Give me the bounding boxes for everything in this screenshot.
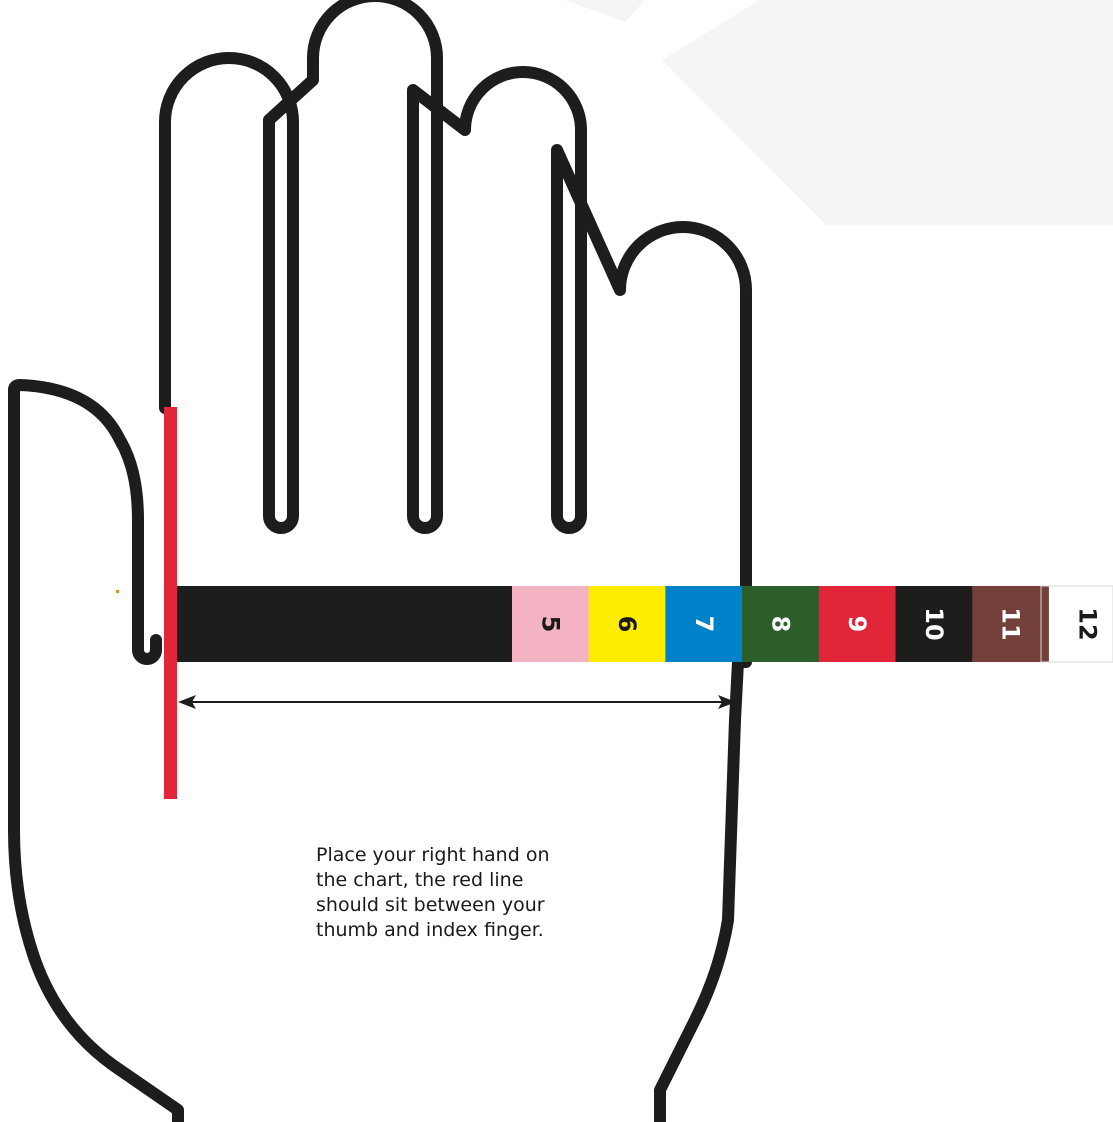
instruction-line: should sit between your [316, 893, 616, 918]
size-label: 6 [613, 616, 641, 633]
size-label: 8 [766, 616, 794, 633]
thumb-outline [14, 385, 156, 659]
size-cells: 5 6 7 8 9 10 11 12 [512, 586, 1113, 662]
size-cell-6: 6 [589, 586, 666, 662]
background-shape-left [565, 0, 645, 22]
size-label: 7 [690, 616, 718, 633]
size-cell-11: 11 [972, 586, 1049, 662]
instruction-line: the chart, the red line [316, 868, 616, 893]
size-label: 12 [1073, 607, 1101, 640]
marker-dot [116, 590, 119, 593]
size-ruler: 5 6 7 8 9 10 11 12 [176, 586, 1113, 662]
size-label: 11 [997, 607, 1025, 640]
size-cell-10: 10 [896, 586, 973, 662]
measurement-arrow [178, 695, 736, 709]
size-cell-12: 12 [1049, 586, 1113, 662]
size-cell-5: 5 [512, 586, 589, 662]
size-label: 9 [843, 616, 871, 633]
background-shape-right [662, 0, 1113, 225]
palm-left-outline [14, 390, 178, 1122]
instruction-line: Place your right hand on [316, 843, 616, 868]
size-cell-8: 8 [742, 586, 819, 662]
red-alignment-line [164, 407, 177, 799]
size-cell-7: 7 [665, 586, 742, 662]
size-label: 10 [920, 607, 948, 640]
instruction-text: Place your right hand on the chart, the … [316, 843, 616, 943]
size-label: 5 [536, 616, 564, 633]
ruler-base [176, 586, 512, 662]
instruction-line: thumb and index finger. [316, 918, 616, 943]
hand-outline [165, 0, 746, 1122]
size-cell-9: 9 [819, 586, 896, 662]
background-shapes [565, 0, 1113, 225]
